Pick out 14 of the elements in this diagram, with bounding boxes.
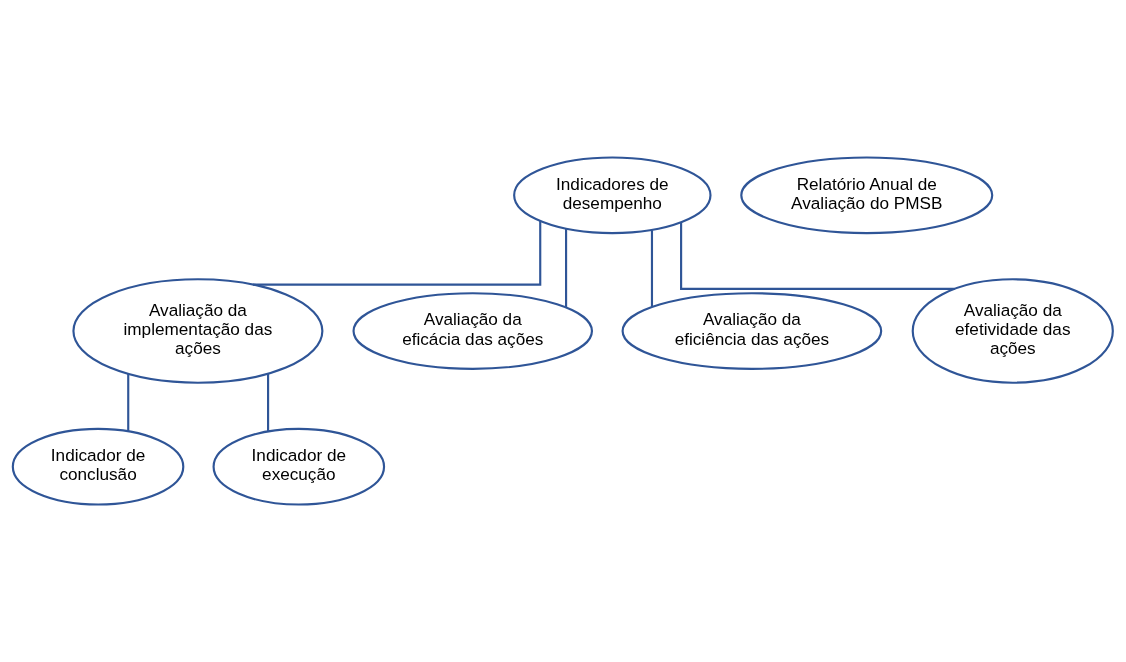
node-ellipse: Avaliação da eficiência das ações xyxy=(621,292,883,370)
node-ellipse: Indicador de conclusão xyxy=(11,427,185,506)
node-ellipse: Avaliação da efetividade das ações xyxy=(911,278,1114,384)
node-ellipse: Indicador de execução xyxy=(212,427,386,506)
node-ellipse: Avaliação da eficácia das ações xyxy=(352,292,594,370)
node-ellipse: Relatório Anual de Avaliação do PMSB xyxy=(740,156,994,235)
connector xyxy=(650,230,654,307)
connector xyxy=(267,373,270,432)
connector xyxy=(252,221,542,286)
connector xyxy=(680,222,955,290)
node-ellipse: Avaliação da implementação das ações xyxy=(72,278,324,384)
connector xyxy=(127,373,130,431)
connector xyxy=(565,228,568,308)
node-ellipse: Indicadores de desempenho xyxy=(513,156,712,235)
